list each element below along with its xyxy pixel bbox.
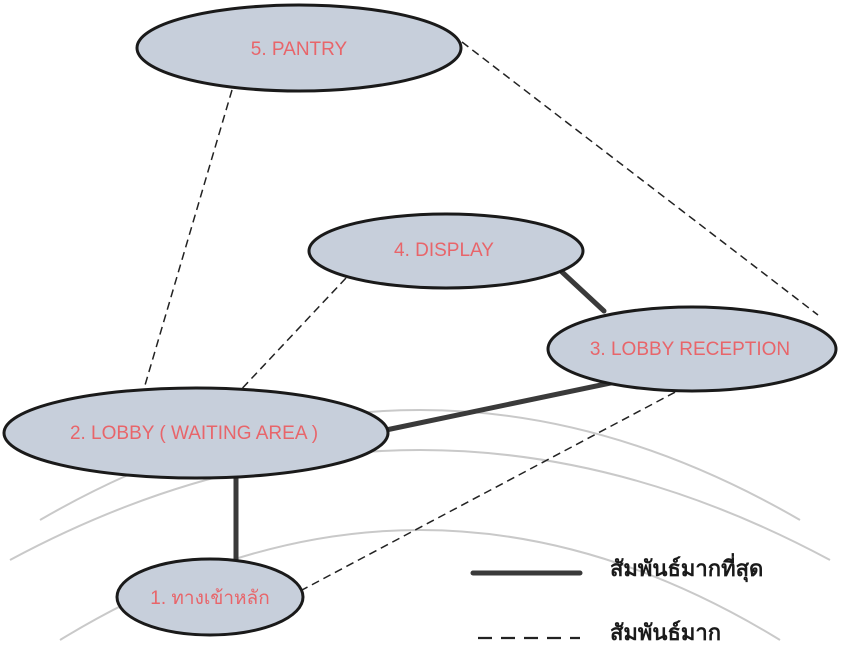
node-reception-label: 3. LOBBY RECEPTION (590, 339, 790, 360)
link-display-reception (559, 269, 607, 314)
node-display: 4. DISPLAY (307, 212, 585, 290)
dashed-links (142, 41, 819, 591)
node-lobby: 2. LOBBY ( WAITING AREA ) (2, 386, 390, 480)
node-display-label: 4. DISPLAY (394, 240, 494, 261)
node-pantry-label: 5. PANTRY (251, 39, 348, 60)
node-entrance: 1. ทางเข้าหลัก (115, 557, 305, 637)
node-entrance-label: 1. ทางเข้าหลัก (150, 588, 269, 609)
legend-strong-label: สัมพันธ์มาก (610, 620, 721, 646)
legend: สัมพันธ์มากที่สุด สัมพันธ์มาก (470, 552, 763, 646)
solid-links (233, 269, 623, 563)
link-lobby-reception (383, 378, 623, 433)
node-lobby-label: 2. LOBBY ( WAITING AREA ) (70, 423, 318, 444)
link-pantry-reception (461, 41, 819, 316)
node-pantry: 5. PANTRY (135, 3, 463, 93)
link-reception-entrance (301, 379, 699, 591)
link-pantry-lobby (142, 89, 233, 393)
legend-strongest-label: สัมพันธ์มากที่สุด (610, 552, 763, 583)
link-display-lobby (235, 277, 347, 396)
node-reception: 3. LOBBY RECEPTION (546, 305, 838, 393)
